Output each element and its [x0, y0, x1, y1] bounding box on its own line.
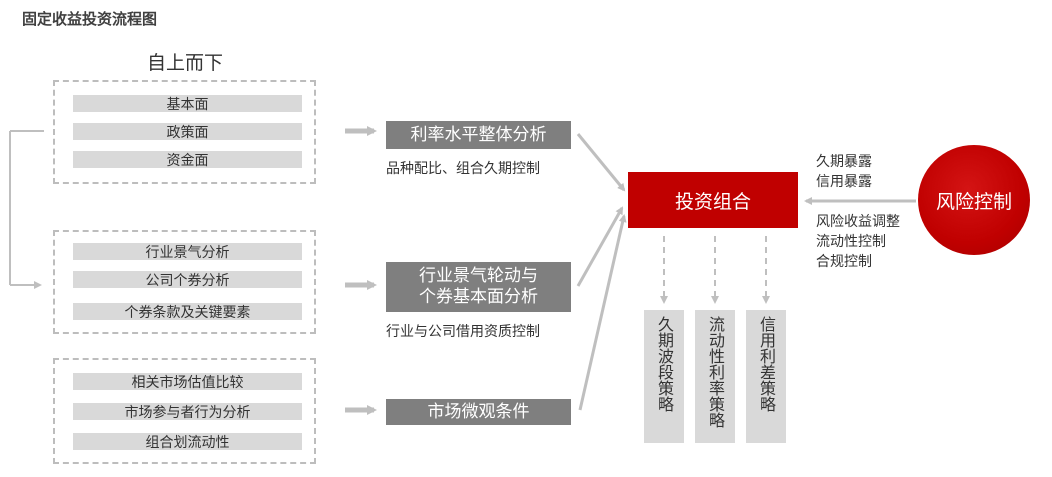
- portfolio-box: 投资组合: [628, 172, 798, 228]
- credit-factor-group: 行业景气分析 公司个券分析 个券条款及关键要素: [53, 230, 316, 334]
- page-title: 固定收益投资流程图: [22, 10, 158, 28]
- group-item: 基本面: [73, 95, 302, 113]
- duration-strategy-box: 久期波段策略: [644, 310, 684, 443]
- analysis-to-portfolio-arrows: [576, 133, 627, 411]
- rate-analysis-box: 利率水平整体分析: [386, 121, 571, 149]
- portfolio-to-strategy-arrows: [660, 236, 770, 304]
- group-item: 个券条款及关键要素: [73, 303, 302, 321]
- risk-control-circle: 风险控制: [918, 145, 1030, 255]
- group-item: 相关市场估值比较: [73, 373, 302, 391]
- rate-analysis-note: 品种配比、组合久期控制: [386, 161, 540, 177]
- exposure-note: 久期暴露: [816, 154, 872, 170]
- adjustment-notes: 风险收益调整 流动性控制 合规控制: [816, 212, 900, 272]
- macro-factor-group: 基本面 政策面 资金面: [53, 80, 316, 184]
- exposure-notes: 久期暴露 信用暴露: [816, 152, 872, 192]
- left-bracket-connector: [9, 130, 44, 289]
- credit-spread-strategy-box: 信用利差策略: [746, 310, 786, 443]
- adjustment-note: 风险收益调整: [816, 214, 900, 230]
- top-down-label: 自上而下: [146, 52, 223, 74]
- market-micro-box: 市场微观条件: [386, 399, 571, 425]
- adjustment-note: 流动性控制: [816, 234, 886, 250]
- credit-analysis-box: 行业景气轮动与 个券基本面分析: [386, 262, 571, 312]
- market-factor-group: 相关市场估值比较 市场参与者行为分析 组合划流动性: [53, 358, 316, 464]
- group-item: 市场参与者行为分析: [73, 403, 302, 421]
- adjustment-note: 合规控制: [816, 254, 872, 270]
- group-to-analysis-arrows: [345, 126, 377, 415]
- group-item: 组合划流动性: [73, 433, 302, 451]
- liquidity-strategy-box: 流动性利率策略: [695, 310, 735, 443]
- group-item: 公司个券分析: [73, 271, 302, 289]
- exposure-note: 信用暴露: [816, 174, 872, 190]
- credit-analysis-note: 行业与公司借用资质控制: [386, 324, 540, 340]
- group-item: 行业景气分析: [73, 243, 302, 261]
- group-item: 政策面: [73, 123, 302, 141]
- group-item: 资金面: [73, 151, 302, 169]
